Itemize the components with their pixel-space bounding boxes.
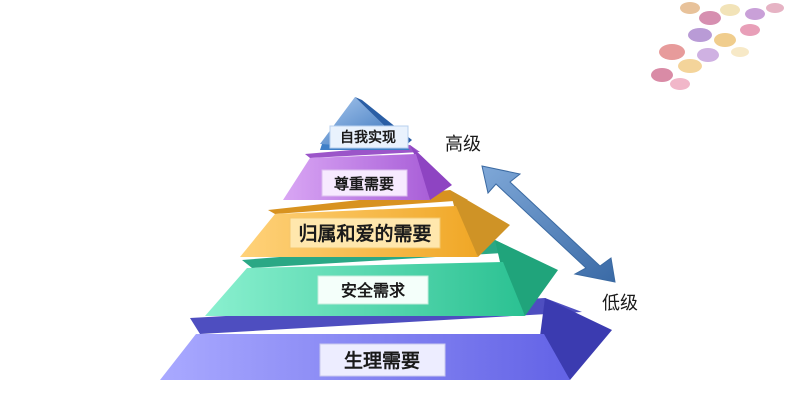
double-arrow-icon: [481, 165, 616, 283]
pyramid-level-5-label: 生理需要: [344, 349, 420, 372]
pyramid-level-3-label: 归属和爱的需要: [298, 222, 431, 245]
low-level-label: 低级: [602, 293, 638, 314]
high-level-label: 高级: [445, 134, 481, 155]
candy-decoration-image: [651, 2, 784, 90]
pyramid-level-2-label: 尊重需要: [334, 175, 394, 193]
pyramid-level-4-label: 安全需求: [341, 281, 406, 300]
pyramid-level-1-label: 自我实现: [340, 129, 396, 146]
pyramid-level-2: 尊重需要: [283, 145, 452, 200]
pyramid-level-1: 自我实现: [320, 97, 412, 150]
pyramid-level-3: 归属和爱的需要: [240, 190, 510, 257]
